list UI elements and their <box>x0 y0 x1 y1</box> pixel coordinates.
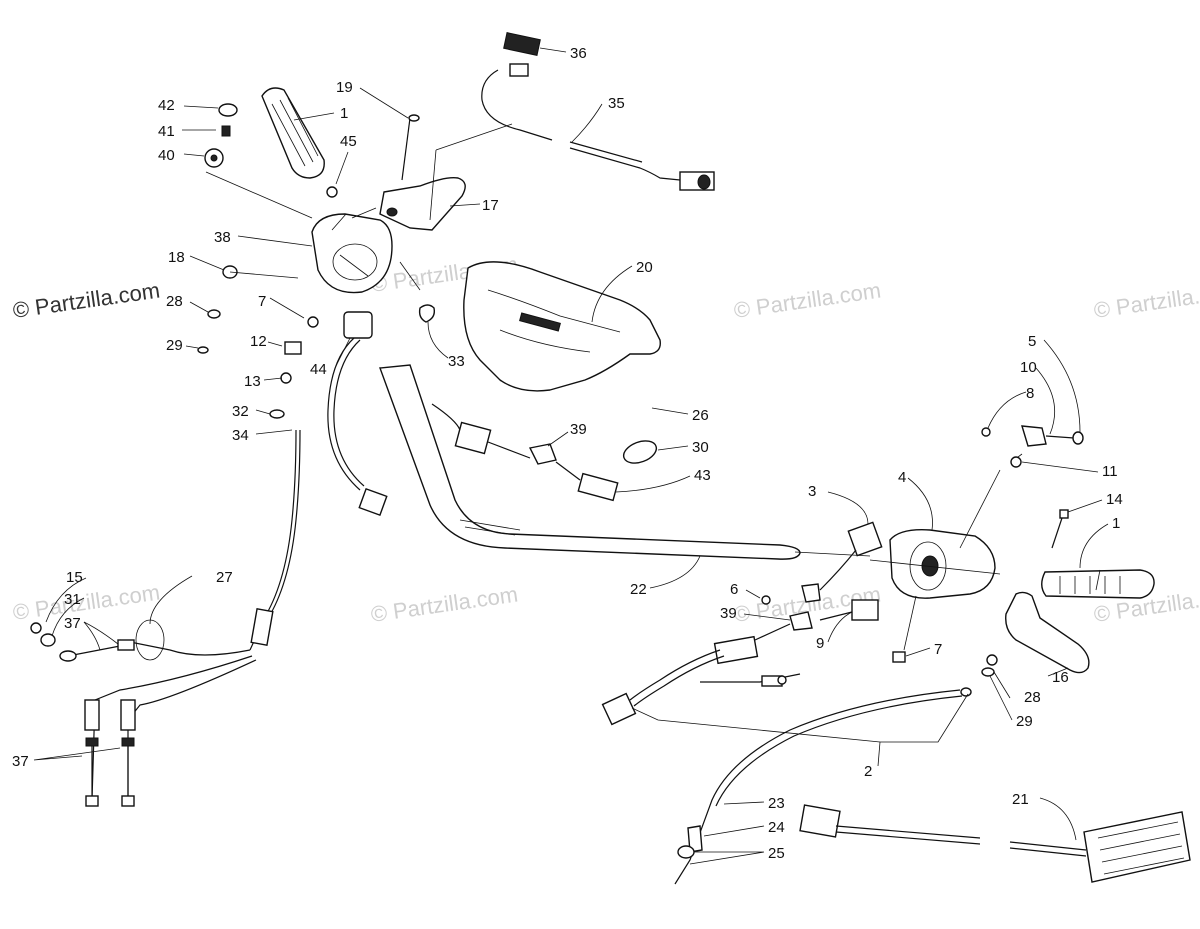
label-1-right: 1 <box>1112 515 1120 532</box>
label-32: 32 <box>232 403 249 420</box>
label-7-right: 7 <box>934 641 942 658</box>
right-housing-4-part <box>889 529 996 599</box>
handlebar-part <box>379 364 801 560</box>
label-9: 9 <box>816 635 824 652</box>
throttle-lever-part <box>379 176 466 231</box>
label-6: 6 <box>730 581 738 598</box>
label-29-right: 29 <box>1016 713 1033 730</box>
leader-lines <box>33 47 1109 865</box>
label-16: 16 <box>1052 669 1069 686</box>
label-37-lower: 37 <box>12 753 29 770</box>
label-45: 45 <box>340 133 357 150</box>
right-harness-part <box>601 521 883 726</box>
label-28-right: 28 <box>1024 689 1041 706</box>
label-22: 22 <box>630 581 647 598</box>
label-31: 31 <box>64 591 81 608</box>
callout-labels: 42 41 40 1 19 45 36 35 17 38 18 28 29 7 … <box>12 45 1123 862</box>
label-7-left: 7 <box>258 293 266 310</box>
label-20: 20 <box>636 259 653 276</box>
label-23: 23 <box>768 795 785 812</box>
throttle-cable-34-part <box>249 429 301 651</box>
label-10: 10 <box>1020 359 1037 376</box>
label-2: 2 <box>864 763 872 780</box>
label-26: 26 <box>692 407 709 424</box>
label-11: 11 <box>1102 463 1118 480</box>
brake-cable-assembly-part <box>30 619 257 807</box>
label-17: 17 <box>482 197 499 214</box>
label-39-left: 39 <box>570 421 587 438</box>
label-42: 42 <box>158 97 175 114</box>
right-hardware-part <box>761 425 1084 677</box>
brake-lever-16-part <box>1005 591 1090 674</box>
right-grip-part <box>1041 569 1155 599</box>
heater-element-21-part <box>799 804 1191 883</box>
watermark-center-lower: © Partzilla.com <box>369 582 519 627</box>
label-44: 44 <box>310 361 327 378</box>
label-41: 41 <box>158 123 175 140</box>
label-35: 35 <box>608 95 625 112</box>
wire-harness-36-part <box>481 32 715 191</box>
label-12: 12 <box>250 333 267 350</box>
label-18: 18 <box>168 249 185 266</box>
label-27: 27 <box>216 569 233 586</box>
label-21: 21 <box>1012 791 1029 808</box>
left-switch-housing-part <box>311 213 393 294</box>
label-29-left: 29 <box>166 337 183 354</box>
label-14: 14 <box>1106 491 1123 508</box>
watermark-main: © Partzilla.com <box>11 278 161 323</box>
label-39-right: 39 <box>720 605 737 622</box>
label-25: 25 <box>768 845 785 862</box>
label-3: 3 <box>808 483 816 500</box>
left-hardware-part <box>197 103 436 419</box>
label-4: 4 <box>898 469 906 486</box>
label-33: 33 <box>448 353 465 370</box>
label-43: 43 <box>694 467 711 484</box>
handguard-part <box>463 261 661 392</box>
brake-cable-2-part <box>674 687 972 885</box>
watermark-far-right: © Partzilla.com <box>1092 278 1200 323</box>
label-38: 38 <box>214 229 231 246</box>
label-15: 15 <box>66 569 83 586</box>
label-5: 5 <box>1028 333 1036 350</box>
label-24: 24 <box>768 819 785 836</box>
label-19: 19 <box>336 79 353 96</box>
label-30: 30 <box>692 439 709 456</box>
label-40: 40 <box>158 147 175 164</box>
label-13: 13 <box>244 373 261 390</box>
label-1-left: 1 <box>340 105 348 122</box>
watermark-right: © Partzilla.com <box>732 278 882 323</box>
watermark-left-lower: © Partzilla.com <box>11 580 161 625</box>
label-37-upper: 37 <box>64 615 81 632</box>
label-36: 36 <box>570 45 587 62</box>
label-34: 34 <box>232 427 249 444</box>
label-28-left: 28 <box>166 293 183 310</box>
left-grip-part <box>261 87 325 179</box>
label-8: 8 <box>1026 385 1034 402</box>
harness-connector-left-part <box>431 403 658 502</box>
kill-switch-44-part <box>327 311 388 517</box>
